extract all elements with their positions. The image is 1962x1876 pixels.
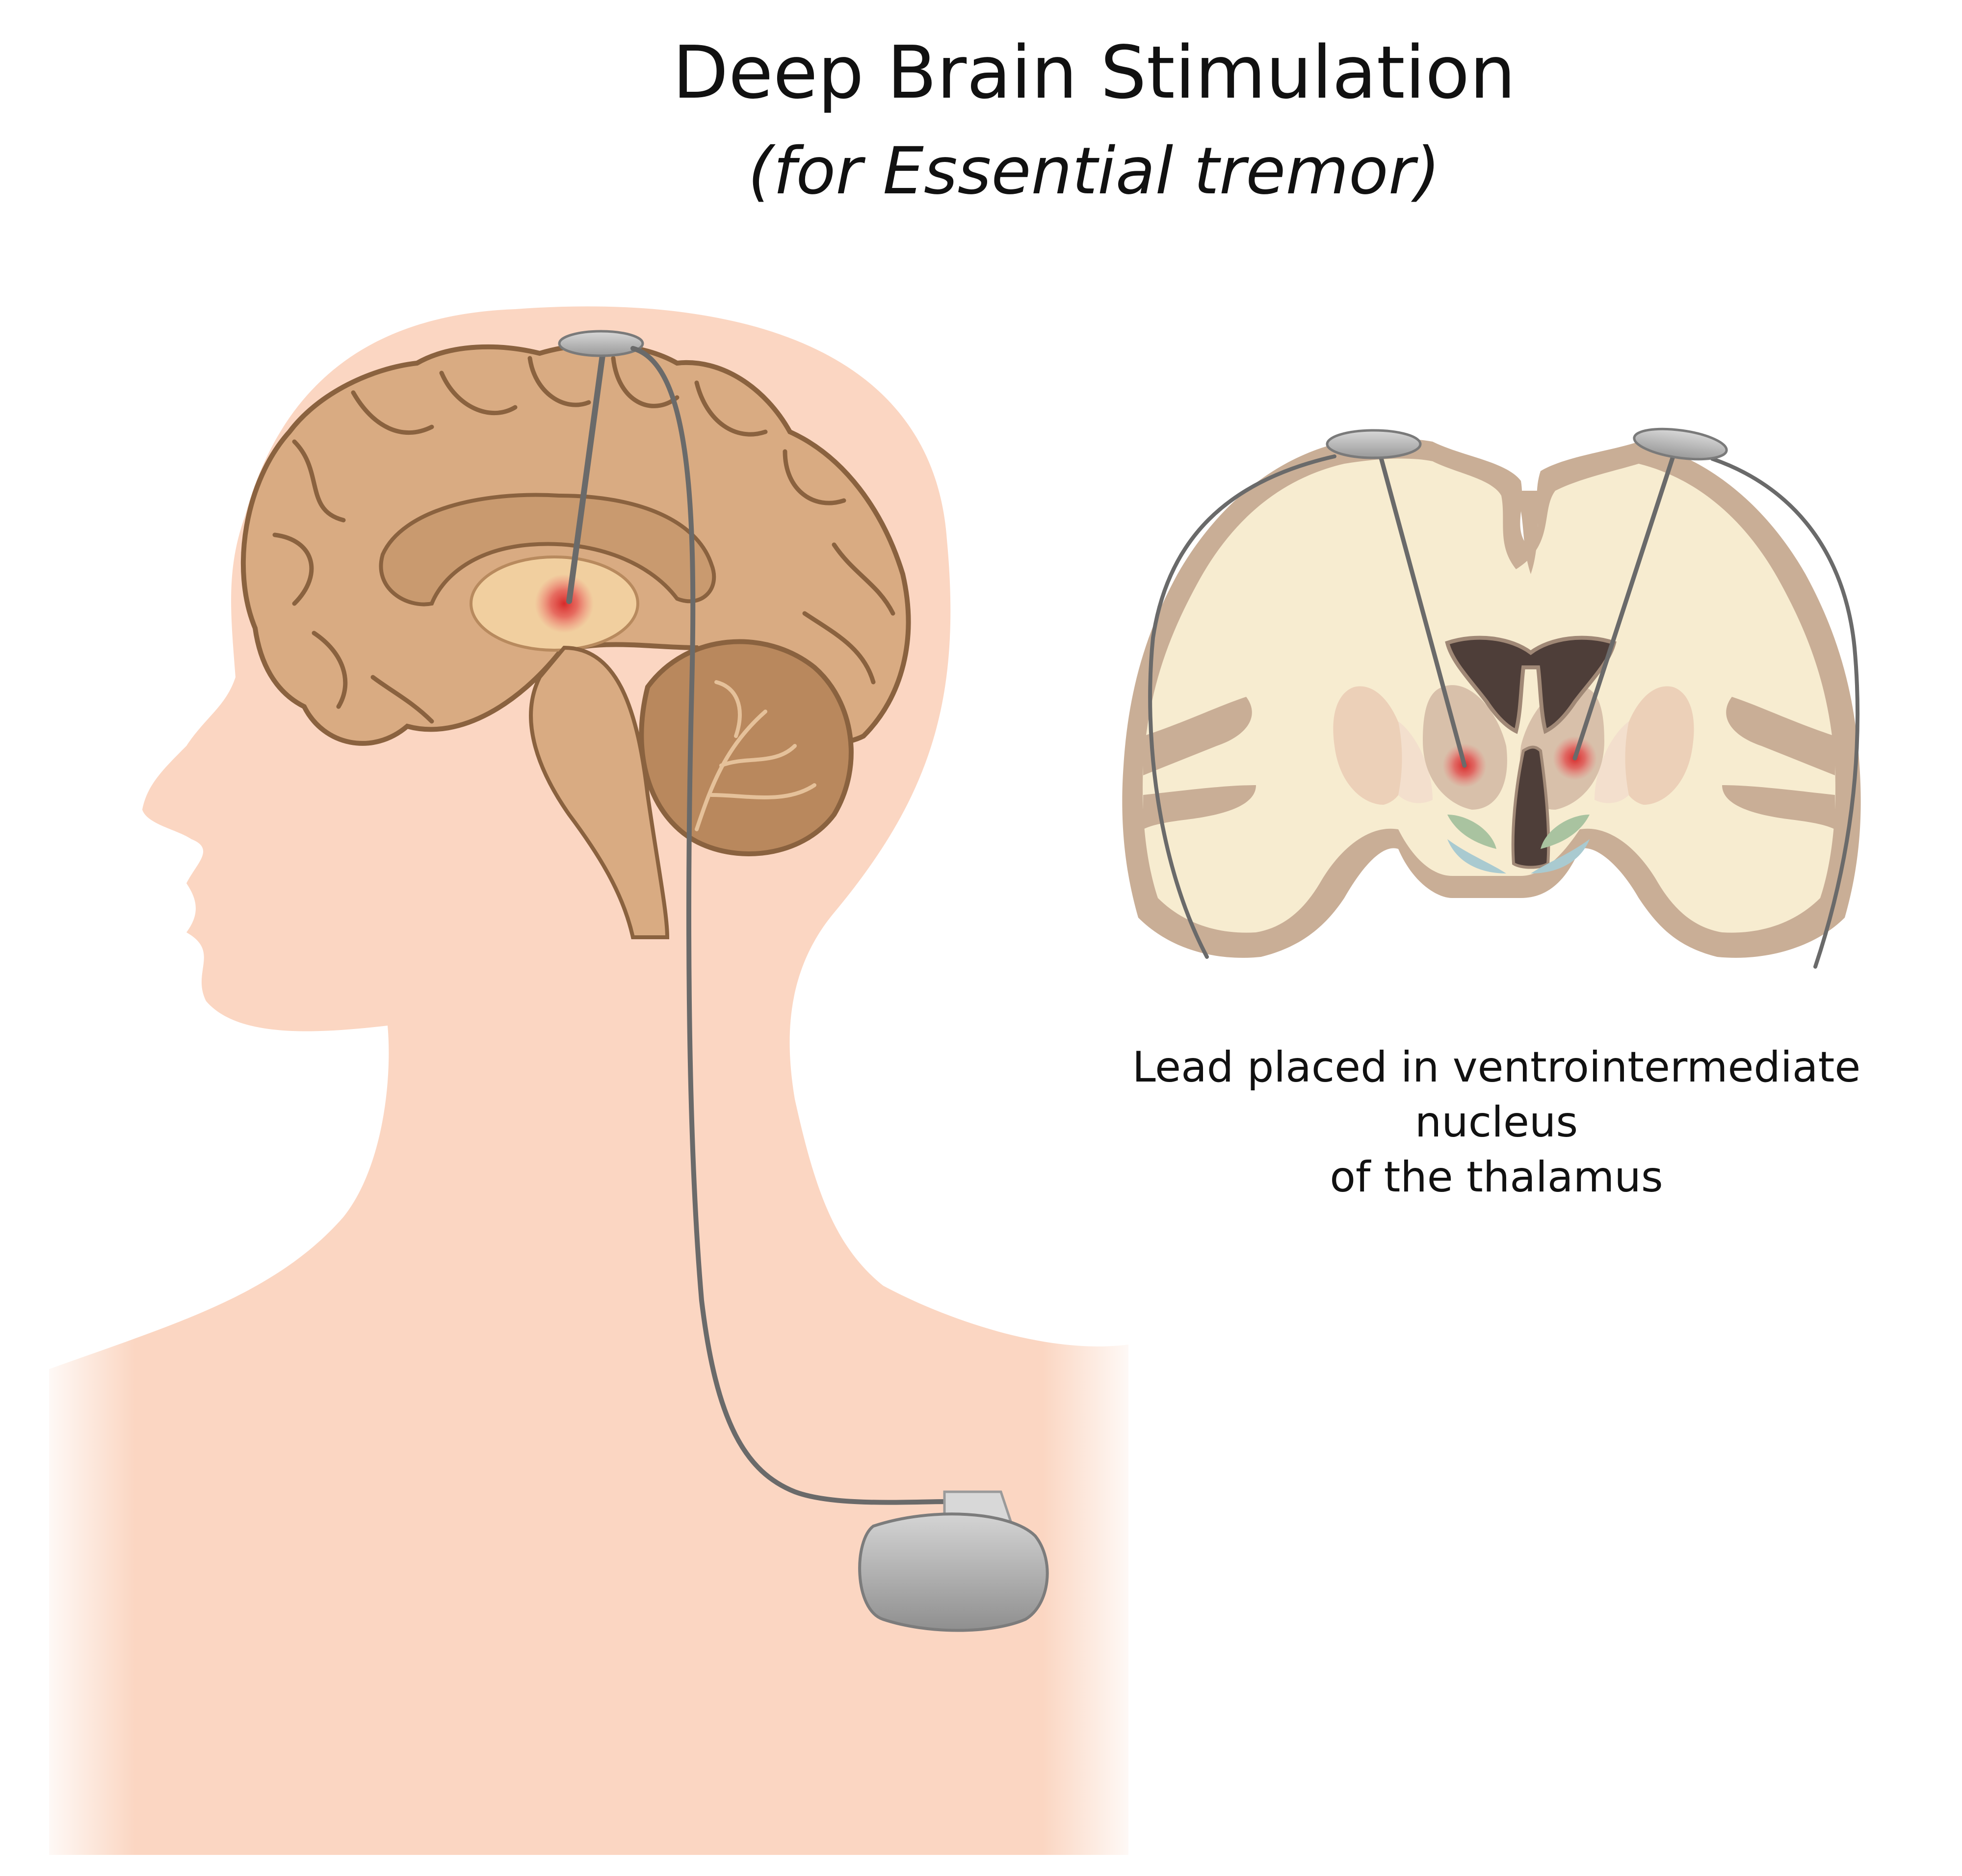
- coronal-extension-wire-right: [1710, 457, 1860, 969]
- coronal-brain-section: [1122, 427, 1861, 969]
- lead-wire-icon: [566, 345, 606, 604]
- putamen-left: [1333, 686, 1407, 805]
- lateral-ventricles: [1445, 635, 1617, 734]
- sagittal-dbs-system: [535, 330, 1049, 1632]
- coronal-caption: Lead placed in ventrointermediate nucleu…: [1055, 1040, 1938, 1205]
- globus-pallidus-right: [1595, 721, 1629, 803]
- stimulation-point-icon: [535, 574, 594, 633]
- subthalamic-structures: [1447, 815, 1590, 873]
- burr-hole-cap-left: [1326, 429, 1422, 459]
- corpus-callosum: [379, 493, 716, 607]
- extension-wire: [630, 346, 949, 1505]
- lead-left: [1376, 447, 1467, 768]
- caption-line-2: of the thalamus: [1330, 1152, 1663, 1202]
- lead-right: [1572, 447, 1678, 761]
- diagram-subtitle: (for Essential tremor): [748, 133, 1440, 209]
- globus-pallidus-left: [1398, 721, 1433, 803]
- coronal-folds: [1143, 491, 1835, 829]
- brainstem: [529, 645, 670, 939]
- structure-green-left: [1447, 815, 1496, 849]
- structure-blue-left: [1447, 839, 1506, 873]
- cerebellum: [639, 639, 854, 856]
- structure-green-right: [1541, 815, 1590, 849]
- burr-hole-cap-right: [1633, 427, 1728, 461]
- diagram-title: Deep Brain Stimulation: [672, 30, 1516, 115]
- pulse-generator-icon: [858, 1512, 1049, 1632]
- structure-blue-right: [1531, 839, 1590, 873]
- caption-line-1: Lead placed in ventrointermediate nucleu…: [1132, 1043, 1861, 1147]
- putamen-right: [1620, 686, 1694, 805]
- burr-hole-cap-icon: [558, 330, 644, 357]
- coronal-extension-wire-left: [1148, 454, 1336, 959]
- cerebellum-arbor: [695, 680, 816, 831]
- basal-ganglia: [1333, 686, 1694, 805]
